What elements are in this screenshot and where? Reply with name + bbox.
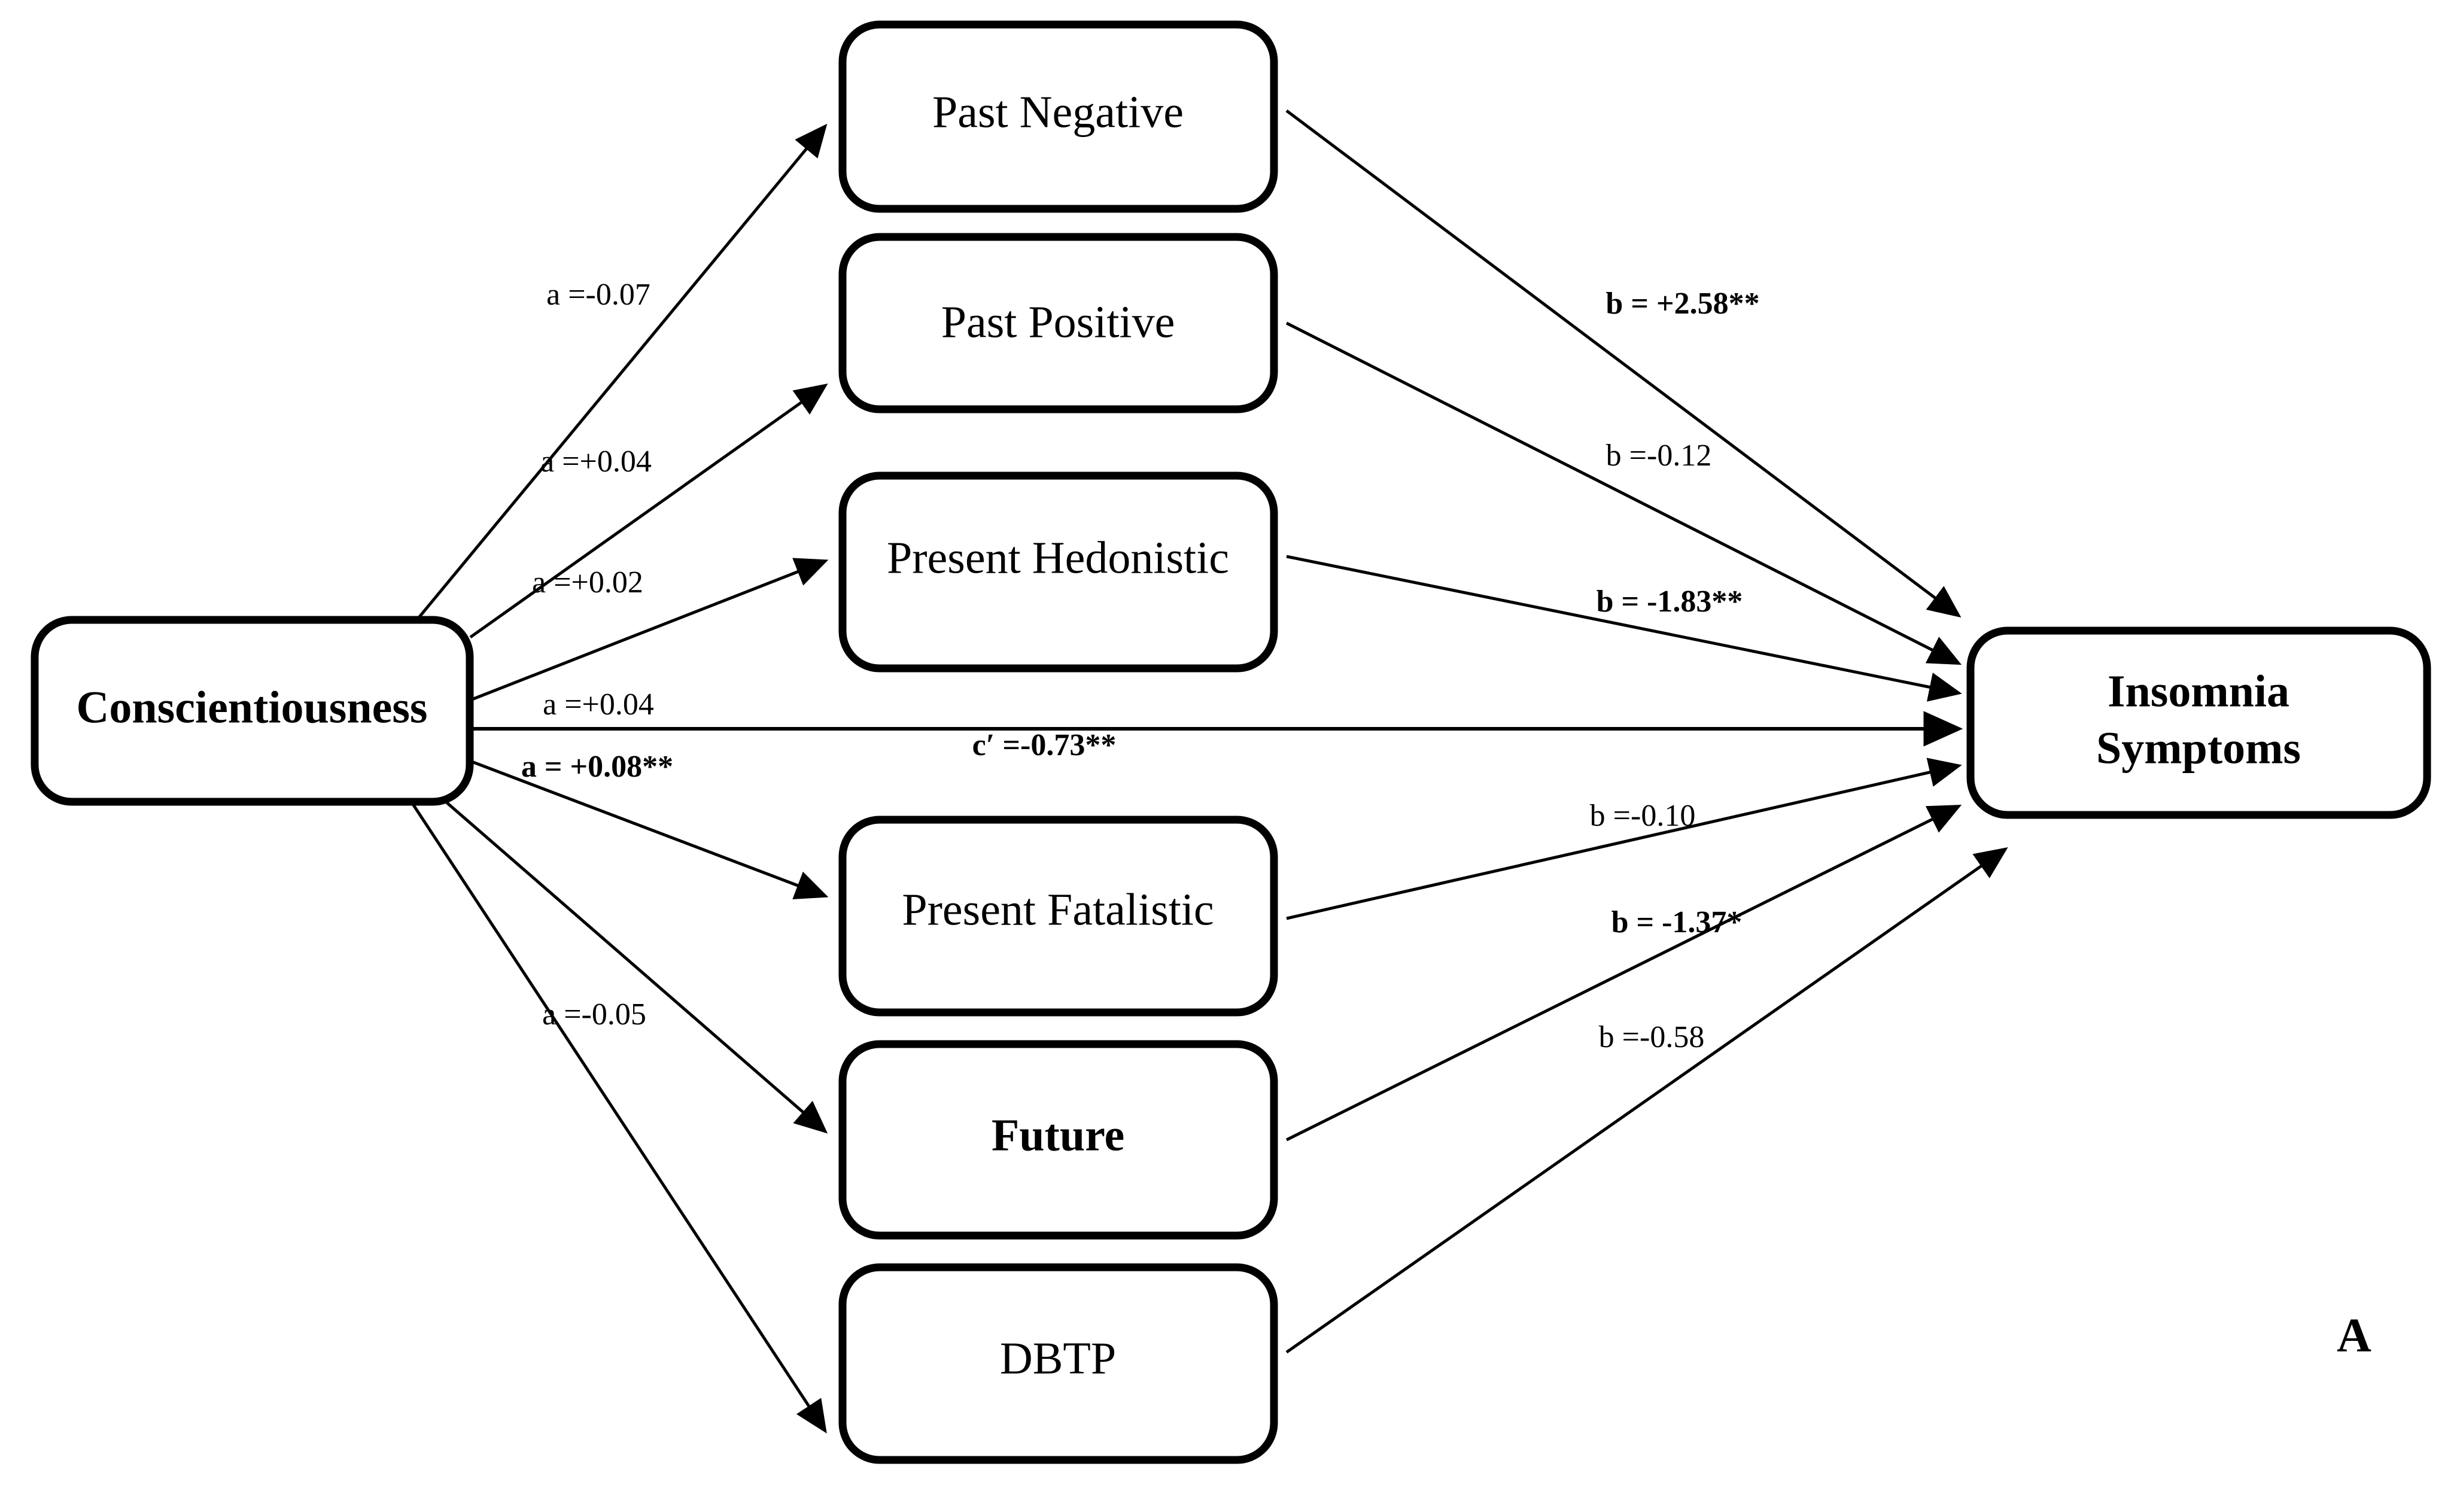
b-path-line-present-hedonistic [1286,555,1962,702]
a-path-line-past-positive [469,384,828,639]
insomnia-symptoms-label-line2: Symptoms [2096,723,2301,773]
node-future[interactable]: Future [838,1040,1278,1240]
b-path-line-present-fatalistic [1286,757,1962,920]
present-fatalistic-box[interactable] [838,816,1278,1017]
a-path-label-present-hedonistic: a =+0.02 [532,565,643,600]
a-path-edges [411,123,829,1434]
node-past-negative[interactable]: Past Negative [838,20,1278,213]
b-path-label-future: b = -1.37* [1611,905,1743,939]
panel-letter-a: A [2337,1309,2371,1362]
conscientiousness-label: Conscientiousness [77,682,428,732]
b-path-label-dbtp: b =-0.58 [1599,1020,1705,1054]
present-hedonistic-label: Present Hedonistic [887,533,1229,583]
node-insomnia-symptoms[interactable]: Insomnia Symptoms [1966,626,2431,819]
conscientiousness-box[interactable] [31,616,474,806]
insomnia-symptoms-box[interactable] [1966,626,2431,819]
past-positive-label: Past Positive [941,297,1175,347]
future-label: Future [992,1110,1124,1160]
present-fatalistic-label: Present Fatalistic [902,884,1214,935]
future-box[interactable] [838,1040,1278,1240]
node-conscientiousness[interactable]: Conscientiousness [31,616,474,806]
node-present-fatalistic[interactable]: Present Fatalistic [838,816,1278,1017]
a-path-label-future: a = +0.08** [521,750,673,784]
b-path-label-past-positive: b =-0.12 [1606,439,1712,473]
dbtp-box[interactable] [838,1263,1278,1464]
b-path-edges [1285,109,2008,1354]
dbtp-label: DBTP [1000,1333,1116,1383]
direct-path-label: c′ =-0.73** [972,728,1117,762]
a-path-line-dbtp [411,803,827,1434]
b-path-line-past-negative [1285,109,1962,618]
node-past-positive[interactable]: Past Positive [838,233,1278,413]
a-path-labels: a =-0.07 a =+0.04 a =+0.02 a =+0.04 a = … [521,278,673,1032]
b-path-line-future [1285,804,1962,1142]
a-path-label-past-negative: a =-0.07 [546,278,650,312]
node-dbtp[interactable]: DBTP [838,1263,1278,1464]
a-path-label-past-positive: a =+0.04 [540,445,652,479]
a-path-label-dbtp: a =-0.05 [542,997,646,1032]
b-path-label-present-hedonistic: b = -1.83** [1597,585,1743,619]
b-path-line-past-positive [1285,321,1962,665]
a-path-line-past-negative [418,123,828,619]
b-path-label-present-fatalistic: b =-0.10 [1590,799,1696,833]
a-path-line-present-hedonistic [470,558,829,702]
a-path-label-present-fatalistic: a =+0.04 [543,687,654,722]
a-path-line-present-fatalistic [470,759,829,900]
past-positive-box[interactable] [838,233,1278,413]
b-path-labels: b = +2.58** b =-0.12 b = -1.83** b =-0.1… [1590,287,1760,1054]
node-present-hedonistic[interactable]: Present Hedonistic [838,471,1278,673]
b-path-label-past-negative: b = +2.58** [1605,287,1759,321]
present-hedonistic-box[interactable] [838,471,1278,673]
past-negative-label: Past Negative [932,87,1184,137]
a-path-line-future [445,801,828,1134]
b-path-line-dbtp [1285,847,2008,1354]
past-negative-box[interactable] [838,20,1278,213]
insomnia-symptoms-label-line1: Insomnia [2108,666,2289,716]
